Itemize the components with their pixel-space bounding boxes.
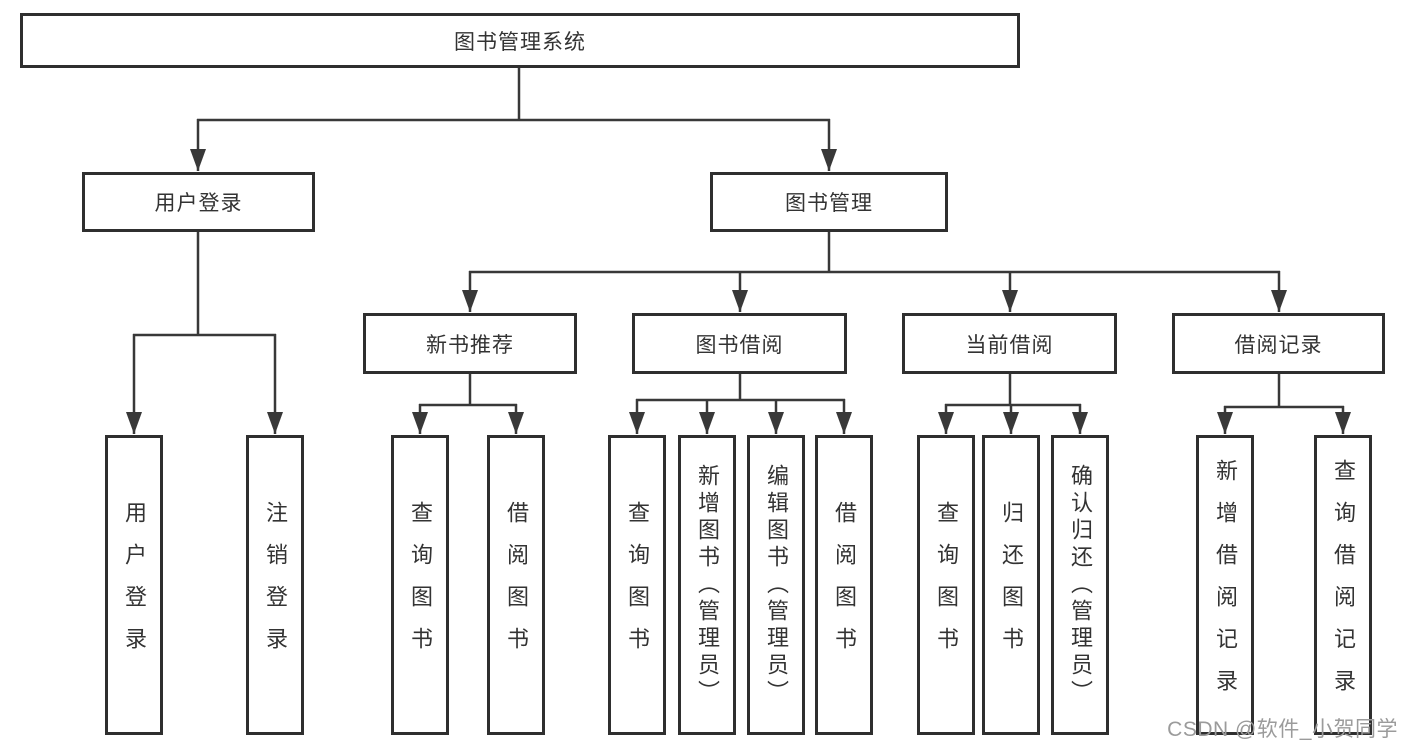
node-label: 图书借阅 bbox=[695, 333, 784, 357]
node-label: 查询借阅记录 bbox=[1331, 459, 1356, 711]
node-label: 当前借阅 bbox=[965, 333, 1054, 357]
node-leaf-query-books-2: 查询图书 bbox=[608, 435, 666, 735]
node-label: 新增图书（管理员） bbox=[695, 463, 720, 707]
connector-root-to-level2 bbox=[190, 68, 837, 171]
connector-current-borrow-to-leaves bbox=[938, 374, 1088, 434]
node-label: 图书管理系统 bbox=[454, 30, 586, 54]
node-label: 用户登录 bbox=[154, 192, 243, 215]
node-label: 借阅图书 bbox=[504, 501, 529, 669]
node-leaf-add-books-admin: 新增图书（管理员） bbox=[678, 435, 736, 735]
node-library-management-system: 图书管理系统 bbox=[20, 13, 1020, 68]
node-label: 借阅图书 bbox=[832, 501, 857, 669]
node-leaf-query-books-1: 查询图书 bbox=[391, 435, 449, 735]
node-leaf-confirm-return-admin: 确认归还（管理员） bbox=[1051, 435, 1109, 735]
node-label: 归还图书 bbox=[999, 501, 1024, 669]
node-label: 图书管理 bbox=[785, 192, 873, 215]
node-label: 新书推荐 bbox=[426, 333, 514, 357]
node-book-management: 图书管理 bbox=[710, 172, 948, 232]
node-label: 注销登录 bbox=[263, 501, 288, 669]
node-label: 借阅记录 bbox=[1234, 333, 1323, 357]
node-leaf-query-borrow-record: 查询借阅记录 bbox=[1314, 435, 1372, 735]
node-leaf-borrow-books-2: 借阅图书 bbox=[815, 435, 873, 735]
node-leaf-return-books: 归还图书 bbox=[982, 435, 1040, 735]
connector-borrow-records-to-leaves bbox=[1217, 374, 1351, 434]
node-label: 确认归还（管理员） bbox=[1068, 463, 1093, 707]
node-leaf-query-books-3: 查询图书 bbox=[917, 435, 975, 735]
connector-new-book-recommend-to-leaves bbox=[412, 374, 524, 434]
node-label: 查询图书 bbox=[625, 501, 650, 669]
node-new-book-recommend: 新书推荐 bbox=[363, 313, 577, 374]
node-leaf-user-login: 用户登录 bbox=[105, 435, 163, 735]
node-leaf-logout: 注销登录 bbox=[246, 435, 304, 735]
connector-book-management-to-level3 bbox=[462, 232, 1287, 312]
node-leaf-add-borrow-record: 新增借阅记录 bbox=[1196, 435, 1254, 735]
node-label: 查询图书 bbox=[934, 501, 959, 669]
connector-user-login-to-leaves bbox=[126, 232, 283, 434]
csdn-watermark: CSDN @软件_小贺同学 bbox=[1167, 718, 1398, 741]
node-label: 查询图书 bbox=[408, 501, 433, 669]
node-current-borrow: 当前借阅 bbox=[902, 313, 1117, 374]
node-leaf-borrow-books-1: 借阅图书 bbox=[487, 435, 545, 735]
connector-book-borrow-to-leaves bbox=[629, 374, 852, 434]
node-label: 编辑图书（管理员） bbox=[764, 463, 789, 707]
node-label: 用户登录 bbox=[122, 501, 147, 669]
node-label: 新增借阅记录 bbox=[1213, 459, 1238, 711]
node-book-borrow: 图书借阅 bbox=[632, 313, 847, 374]
node-leaf-edit-books-admin: 编辑图书（管理员） bbox=[747, 435, 805, 735]
node-borrow-records: 借阅记录 bbox=[1172, 313, 1385, 374]
node-user-login: 用户登录 bbox=[82, 172, 315, 232]
